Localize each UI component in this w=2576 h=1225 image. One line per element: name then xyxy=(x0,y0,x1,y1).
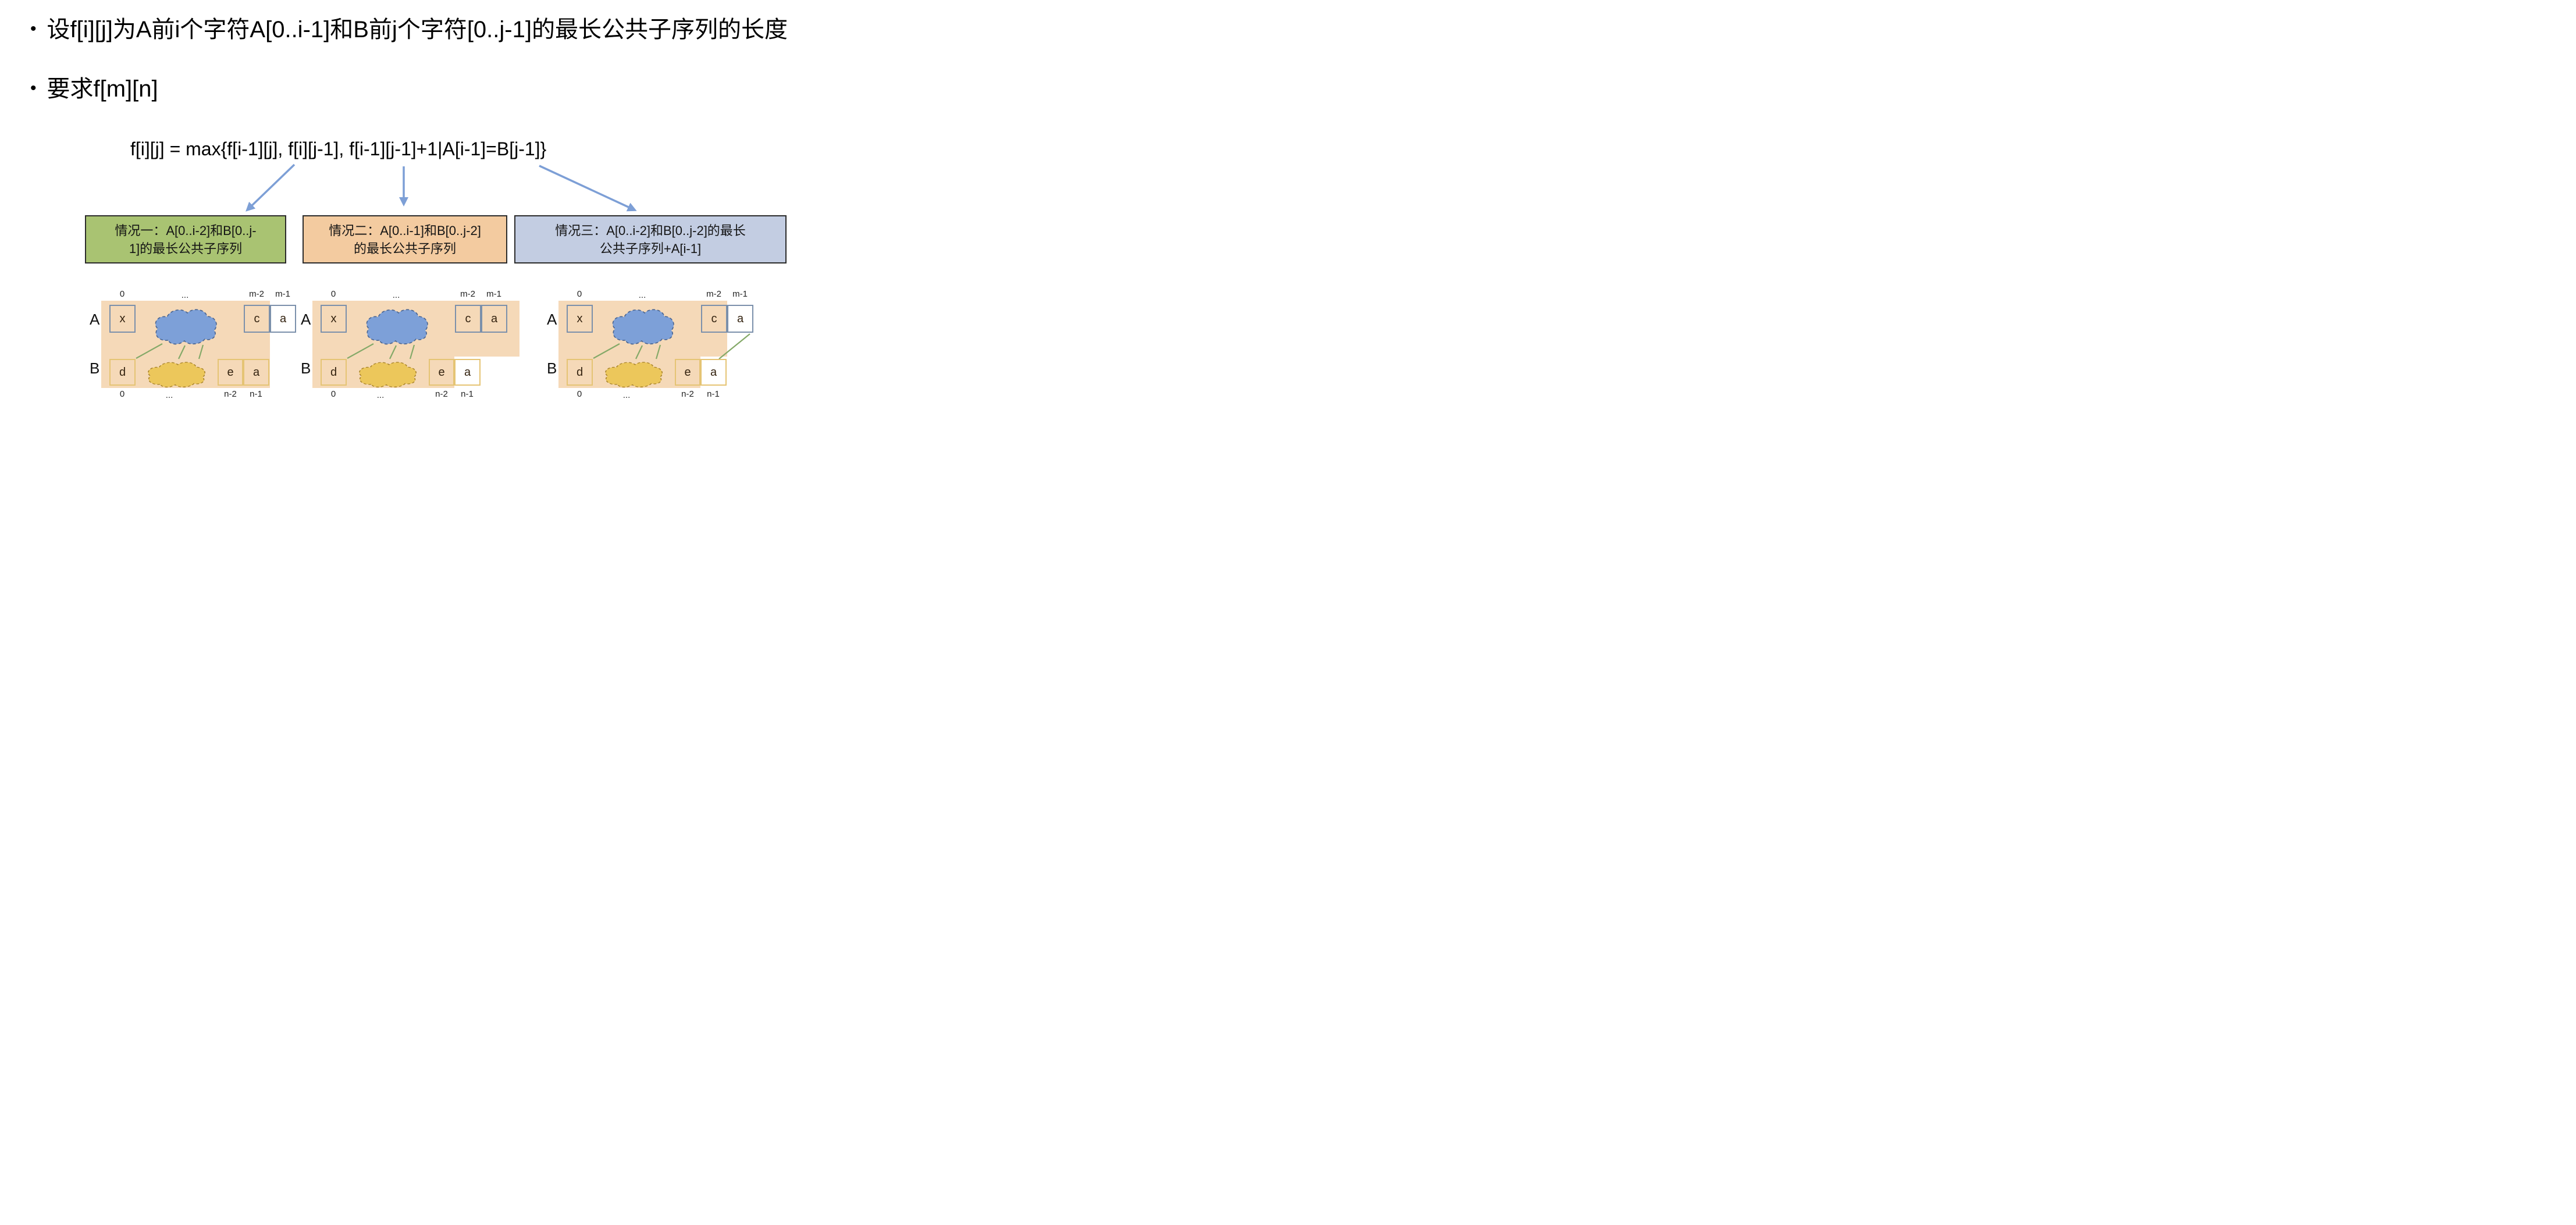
tick-m-2: m-2 xyxy=(706,289,721,299)
tick-a0: 0 xyxy=(330,289,336,299)
cell-b-d: d xyxy=(321,359,347,386)
tick-a0: 0 xyxy=(577,289,582,299)
bullet-1: • 设f[i][j]为A前i个字符A[0..i-1]和B前j个字符[0..j-1… xyxy=(30,15,788,44)
tick-a-dots: ... xyxy=(638,290,646,300)
diagram-case1: 0 ... m-2 m-1 A B x c a d e a 0 ... n-2 … xyxy=(85,289,312,405)
tick-m-1: m-1 xyxy=(275,289,290,299)
tick-b-dots: ... xyxy=(376,390,385,400)
cell-a-a: a xyxy=(270,305,296,333)
tick-m-1: m-1 xyxy=(486,289,501,299)
tick-m-2: m-2 xyxy=(249,289,264,299)
case2-box: 情况二：A[0..i-1]和B[0..j-2] 的最长公共子序列 xyxy=(303,215,507,263)
tick-b0: 0 xyxy=(119,389,125,399)
cell-a-c: c xyxy=(455,305,481,333)
tick-a-dots: ... xyxy=(181,290,189,300)
cell-b-a: a xyxy=(243,359,269,386)
case2-line2: 的最长公共子序列 xyxy=(353,241,456,256)
cell-b-d: d xyxy=(109,359,136,386)
cell-a-c: c xyxy=(701,305,727,333)
cell-b-a: a xyxy=(454,359,481,386)
cell-b-e: e xyxy=(218,359,243,386)
cell-b-a: a xyxy=(700,359,727,386)
bullet-1-glyph: • xyxy=(30,19,37,38)
tick-a0: 0 xyxy=(119,289,125,299)
row-a-label: A xyxy=(90,311,100,328)
case2-line1: 情况二：A[0..i-1]和B[0..j-2] xyxy=(329,223,481,238)
case3-line1: 情况三：A[0..i-2]和B[0..j-2]的最长 xyxy=(555,223,746,238)
case3-box: 情况三：A[0..i-2]和B[0..j-2]的最长 公共子序列+A[i-1] xyxy=(514,215,787,263)
row-a-label: A xyxy=(547,311,557,328)
tick-n-1: n-1 xyxy=(707,389,720,399)
cell-a-x: x xyxy=(567,305,593,333)
case3-line2: 公共子序列+A[i-1] xyxy=(599,241,702,256)
tick-n-2: n-2 xyxy=(435,389,448,399)
row-b-label: B xyxy=(547,359,557,377)
tick-n-2: n-2 xyxy=(224,389,237,399)
cell-b-e: e xyxy=(675,359,700,386)
tick-n-1: n-1 xyxy=(461,389,474,399)
tick-n-1: n-1 xyxy=(250,389,262,399)
cell-a-a: a xyxy=(481,305,507,333)
row-b-label: B xyxy=(90,359,100,377)
tick-b0: 0 xyxy=(577,389,582,399)
lcs-slide: • 设f[i][j]为A前i个字符A[0..i-1]和B前j个字符[0..j-1… xyxy=(0,0,859,408)
cell-a-x: x xyxy=(109,305,136,333)
bullet-2: • 要求f[m][n] xyxy=(30,74,158,104)
tick-m-2: m-2 xyxy=(460,289,475,299)
bullet-2-glyph: • xyxy=(30,79,37,98)
arrow-case1 xyxy=(245,163,296,212)
bullet-1-text: 设f[i][j]为A前i个字符A[0..i-1]和B前j个字符[0..j-1]的… xyxy=(47,17,788,42)
case1-box: 情况一：A[0..i-2]和B[0..j- 1]的最长公共子序列 xyxy=(85,215,286,263)
case1-line2: 1]的最长公共子序列 xyxy=(129,241,243,256)
cell-a-x: x xyxy=(321,305,347,333)
cell-a-c: c xyxy=(244,305,270,333)
bullet-2-text: 要求f[m][n] xyxy=(47,76,158,102)
cell-b-d: d xyxy=(567,359,593,386)
tick-b0: 0 xyxy=(330,389,336,399)
tick-m-1: m-1 xyxy=(732,289,748,299)
row-a-label: A xyxy=(301,311,311,328)
tick-n-2: n-2 xyxy=(681,389,694,399)
diagram-case3: 0 ... m-2 m-1 A B x c a d e a 0 ... n-2 … xyxy=(542,289,769,405)
arrow-case3 xyxy=(539,165,637,212)
tick-b-dots: ... xyxy=(622,390,631,400)
row-b-label: B xyxy=(301,359,311,377)
cell-a-a: a xyxy=(727,305,753,333)
cell-b-e: e xyxy=(429,359,454,386)
tick-a-dots: ... xyxy=(392,290,400,300)
tick-b-dots: ... xyxy=(165,390,173,400)
case1-line1: 情况一：A[0..i-2]和B[0..j- xyxy=(115,223,257,238)
recurrence-formula: f[i][j] = max{f[i-1][j], f[i][j-1], f[i-… xyxy=(130,138,547,159)
diagram-case2: 0 ... m-2 m-1 A B x c a d e a 0 ... n-2 … xyxy=(296,289,523,405)
